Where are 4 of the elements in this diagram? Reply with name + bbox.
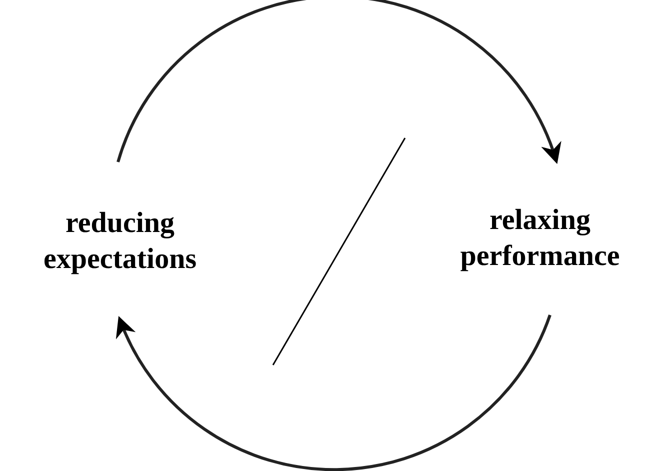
curved-arrow (116, 0, 560, 164)
curved-arrow (117, 314, 552, 471)
node-label: reducing expectations (42, 206, 198, 277)
node-label: relaxing performance (459, 202, 621, 274)
